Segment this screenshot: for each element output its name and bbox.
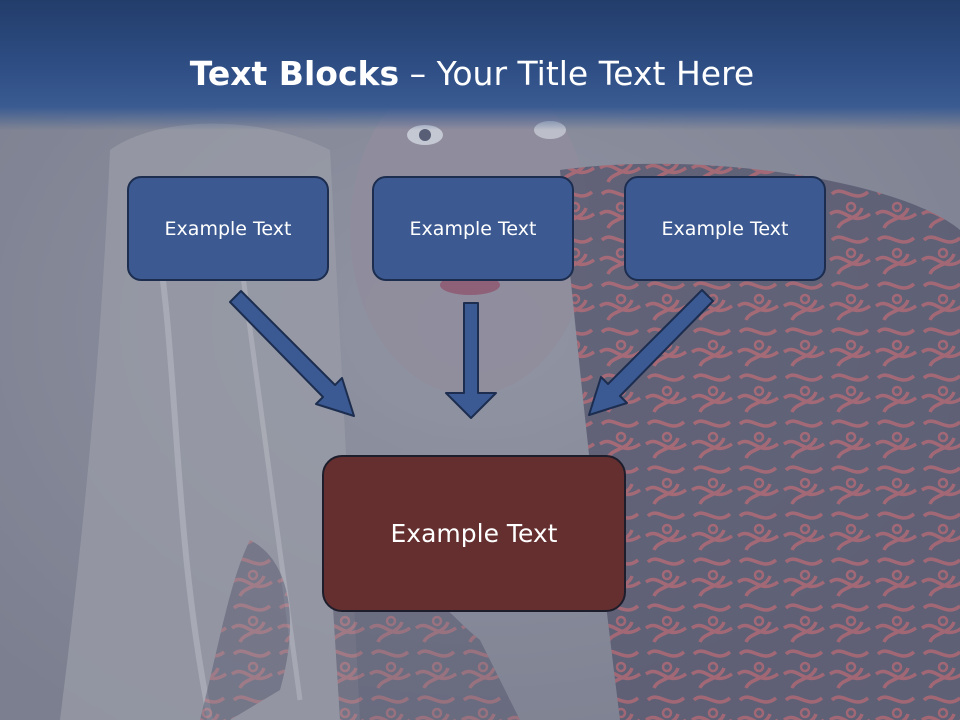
arrow-down-left-icon <box>588 289 714 416</box>
text-block-label: Example Text <box>164 217 292 240</box>
slide-title: Text Blocks – Your Title Text Here <box>0 52 944 96</box>
target-text-block[interactable]: Example Text <box>322 455 626 612</box>
title-bar <box>0 0 960 130</box>
text-block-label: Example Text <box>661 217 789 240</box>
target-block-label: Example Text <box>390 519 558 548</box>
text-block-3[interactable]: Example Text <box>624 176 826 281</box>
arrow-down-icon <box>445 302 497 419</box>
text-block-2[interactable]: Example Text <box>372 176 574 281</box>
title-dash: – <box>399 54 437 93</box>
title-rest-text: Your Title Text Here <box>436 54 755 93</box>
text-block-1[interactable]: Example Text <box>127 176 329 281</box>
arrow-down-right-icon <box>229 290 355 417</box>
text-block-label: Example Text <box>409 217 537 240</box>
title-bold-text: Text Blocks <box>189 54 400 93</box>
